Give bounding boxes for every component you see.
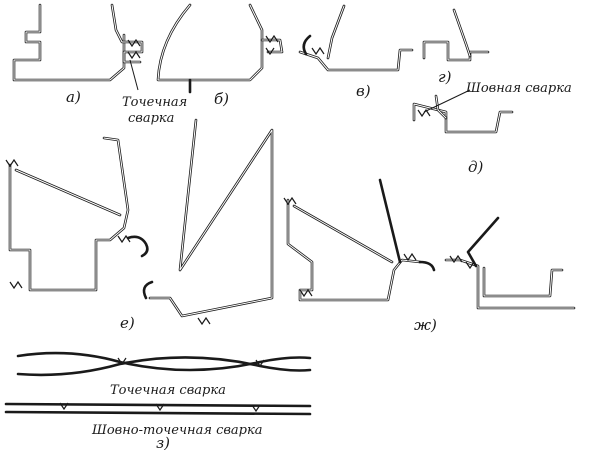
label-g: г) [438,68,452,86]
label-v: в) [356,82,371,100]
label-a: а) [66,88,81,106]
profile-zh-left-flange [378,178,402,264]
profile-zh-right-body [444,258,576,310]
spot-weld-top-label-line1: Точечная [122,95,187,110]
profile-e-right-body [148,118,274,318]
label-z: з) [156,434,170,450]
seam-weld-label: Шовная сварка [465,81,572,96]
spot-weld-top-leader [129,59,139,91]
profile-e-right [142,118,274,326]
strip-spot-weld [16,351,312,377]
label-zh: ж) [414,316,437,334]
strip-spot-upper [16,351,312,372]
strip-spot-lower [16,356,312,377]
label-b: б) [214,90,229,108]
profile-e-left-welds [5,158,131,290]
profile-e-left-hook [126,235,149,258]
profile-zh-right [444,216,576,310]
profile-zh-right-flange [466,216,500,268]
profile-e-left-body [8,136,130,292]
profile-e-left [5,136,149,292]
strip-seam-spot-weld [4,402,312,416]
spot-weld-strip-label: Точечная сварка [110,383,226,398]
profile-v [298,4,414,72]
profile-a-weld [127,38,141,60]
strip-seam-upper [4,402,312,408]
profile-g [422,8,490,62]
profile-e-right-hook [142,280,154,300]
seam-spot-weld-strip-label: Шовно-точечная сварка [91,423,263,438]
profile-a [12,3,144,82]
strip-seam-weld-marks [59,402,261,413]
label-e: е) [120,314,135,332]
profile-v-hook [302,34,312,56]
profile-b-body [156,3,264,82]
profile-zh-left-hook [418,260,436,272]
spot-weld-top-label-line2: сварка [128,111,174,126]
profile-b [156,3,284,94]
profile-zh-left [283,178,436,302]
strip-spot-weld-marks [117,357,265,368]
profile-d-weld [417,108,431,118]
profile-d [412,89,514,134]
profile-b-weld [265,34,279,56]
label-d: д) [468,158,484,176]
profile-v-weld [311,46,325,56]
seam-weld-leader [423,89,471,113]
profile-zh-left-welds [283,196,417,298]
strip-seam-lower [4,410,312,416]
profile-e-right-weld [197,316,211,326]
profile-zh-right-welds [449,254,475,270]
profile-g-body [422,40,490,62]
